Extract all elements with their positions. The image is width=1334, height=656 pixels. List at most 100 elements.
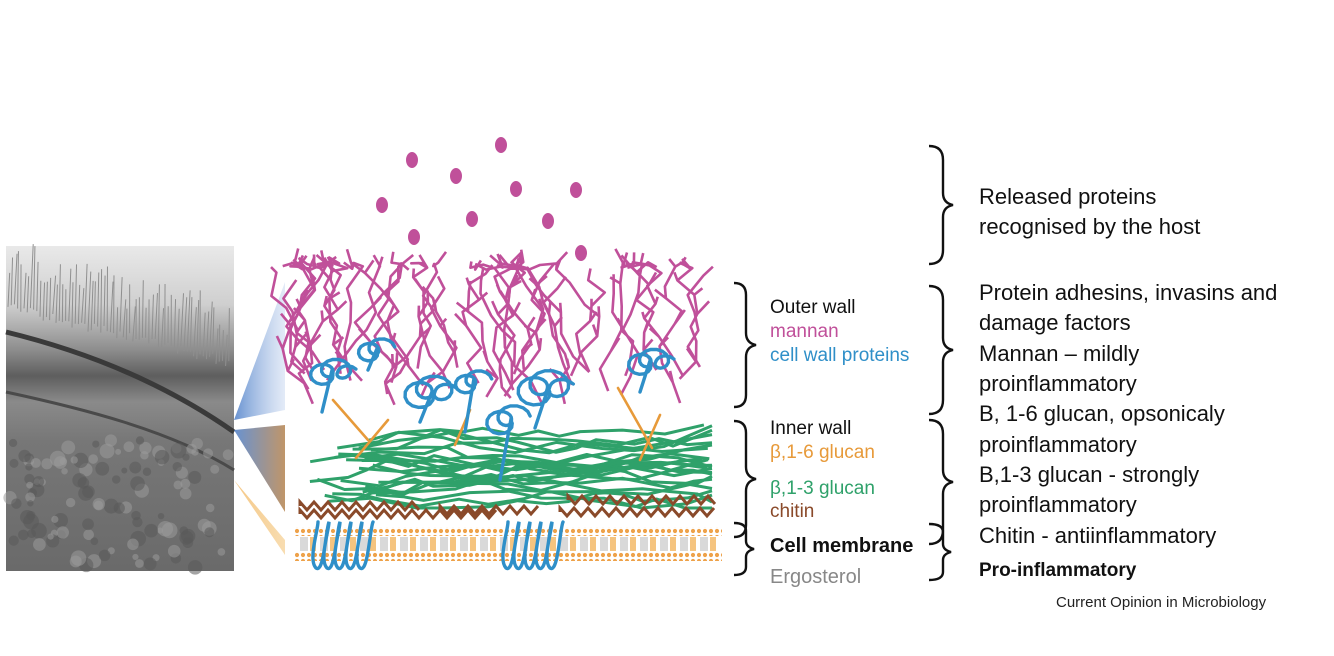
em-texture-blob [71,456,78,463]
membrane-lipid-tail [460,537,468,551]
released-protein-dot [495,137,507,153]
em-texture-blob [130,476,145,491]
membrane-ergosterol [470,537,476,551]
em-texture-blob [41,458,52,469]
membrane-lipid-tail [400,537,408,551]
em-texture-blob [121,468,127,474]
em-texture-blob [104,499,119,514]
desc-released-1: Released proteins [979,186,1156,208]
em-texture-blob [33,538,46,551]
membrane-ergosterol [390,537,396,551]
glucan-b16-link [618,388,652,448]
desc-chitin: Chitin - antiinflammatory [979,525,1216,547]
em-texture-blob [132,554,138,560]
released-protein-dot [570,182,582,198]
membrane-lipid-tail [580,537,588,551]
zoom-wedge-inner [234,425,285,512]
desc-mannan-1: Mannan – mildly [979,343,1139,365]
membrane-ergosterol [630,537,636,551]
glucan-b16-link [333,400,368,440]
desc-b13-1: B,1-3 glucan - strongly [979,464,1199,486]
em-texture-blob [82,485,95,498]
em-micrograph [3,244,234,574]
membrane-lipid-tail [620,537,628,551]
em-texture-blob [11,498,21,508]
em-texture-blob [72,473,86,487]
em-texture-blob [9,535,19,545]
released-protein-dot [510,181,522,197]
label-beta16-glucan: β,1-6 glucan [770,443,875,462]
label-beta13-glucan: β,1-3 glucan [770,479,875,498]
em-texture-blob [112,475,120,483]
em-texture-blob [162,522,178,538]
chitin-chain [300,510,496,518]
em-texture-blob [61,440,75,454]
em-texture-blob [88,454,98,464]
em-texture-blob [82,518,94,530]
membrane-lipid-tail [440,537,448,551]
em-texture-blob [33,476,44,487]
membrane-lipid-tail [640,537,648,551]
em-texture-blob [51,516,58,523]
em-texture-blob [91,537,99,545]
membrane-ergosterol [550,537,556,551]
em-texture-blob [18,450,30,462]
desc-ergosterol: Pro-inflammatory [979,561,1136,580]
em-texture-blob [179,531,193,545]
em-texture-blob [132,517,142,527]
desc-b16-2: proinflammatory [979,434,1137,456]
membrane-ergosterol [590,537,596,551]
membrane-lipid-tail [660,537,668,551]
membrane-lipid-tail [700,537,708,551]
released-protein-dot [408,229,420,245]
em-texture-blob [66,498,75,507]
membrane-lipid-tail [420,537,428,551]
em-texture-blob [140,451,149,460]
em-texture-blob [188,471,201,484]
em-texture-blob [168,545,181,558]
em-texture-blob [180,488,192,500]
released-protein-dot [406,152,418,168]
wall-protein-coil [311,360,356,413]
membrane-lipid-tail [680,537,688,551]
label-outer-wall: Outer wall [770,298,856,317]
membrane-ergosterol [490,537,496,551]
membrane-lipid-tail [380,537,388,551]
membrane-lipid-tail [600,537,608,551]
mannan-branch [688,267,713,367]
em-texture-blob [143,468,151,476]
em-texture-blob [206,504,214,512]
released-protein-dot [575,245,587,261]
em-texture-blob [27,529,36,538]
mannan-branch [327,255,382,380]
desc-b13-2: proinflammatory [979,494,1137,516]
membrane-ergosterol [450,537,456,551]
em-texture-blob [95,462,109,476]
em-texture-blob [10,459,19,468]
em-texture-blob [27,500,33,506]
membrane-ergosterol [350,537,356,551]
em-texture-blob [135,559,144,568]
em-texture-blob [144,557,157,570]
em-texture-blob [31,458,41,468]
mannan-branch [455,265,492,383]
em-texture-blob [210,465,219,474]
em-texture-blob [61,468,68,475]
em-texture-blob [203,448,213,458]
mannan-branch [378,252,413,405]
mannan-branch [655,259,685,403]
label-inner-wall: Inner wall [770,419,851,438]
em-texture-blob [223,449,234,460]
em-texture-blob [124,441,135,452]
em-texture-blob [99,550,111,562]
em-texture-blob [136,436,144,444]
em-texture-blob [127,538,139,550]
em-fiber [126,309,127,340]
em-texture-blob [105,434,117,446]
em-texture-blob [218,548,226,556]
em-fiber [229,308,230,361]
wall-protein-coil [405,376,457,422]
membrane-ergosterol [410,537,416,551]
